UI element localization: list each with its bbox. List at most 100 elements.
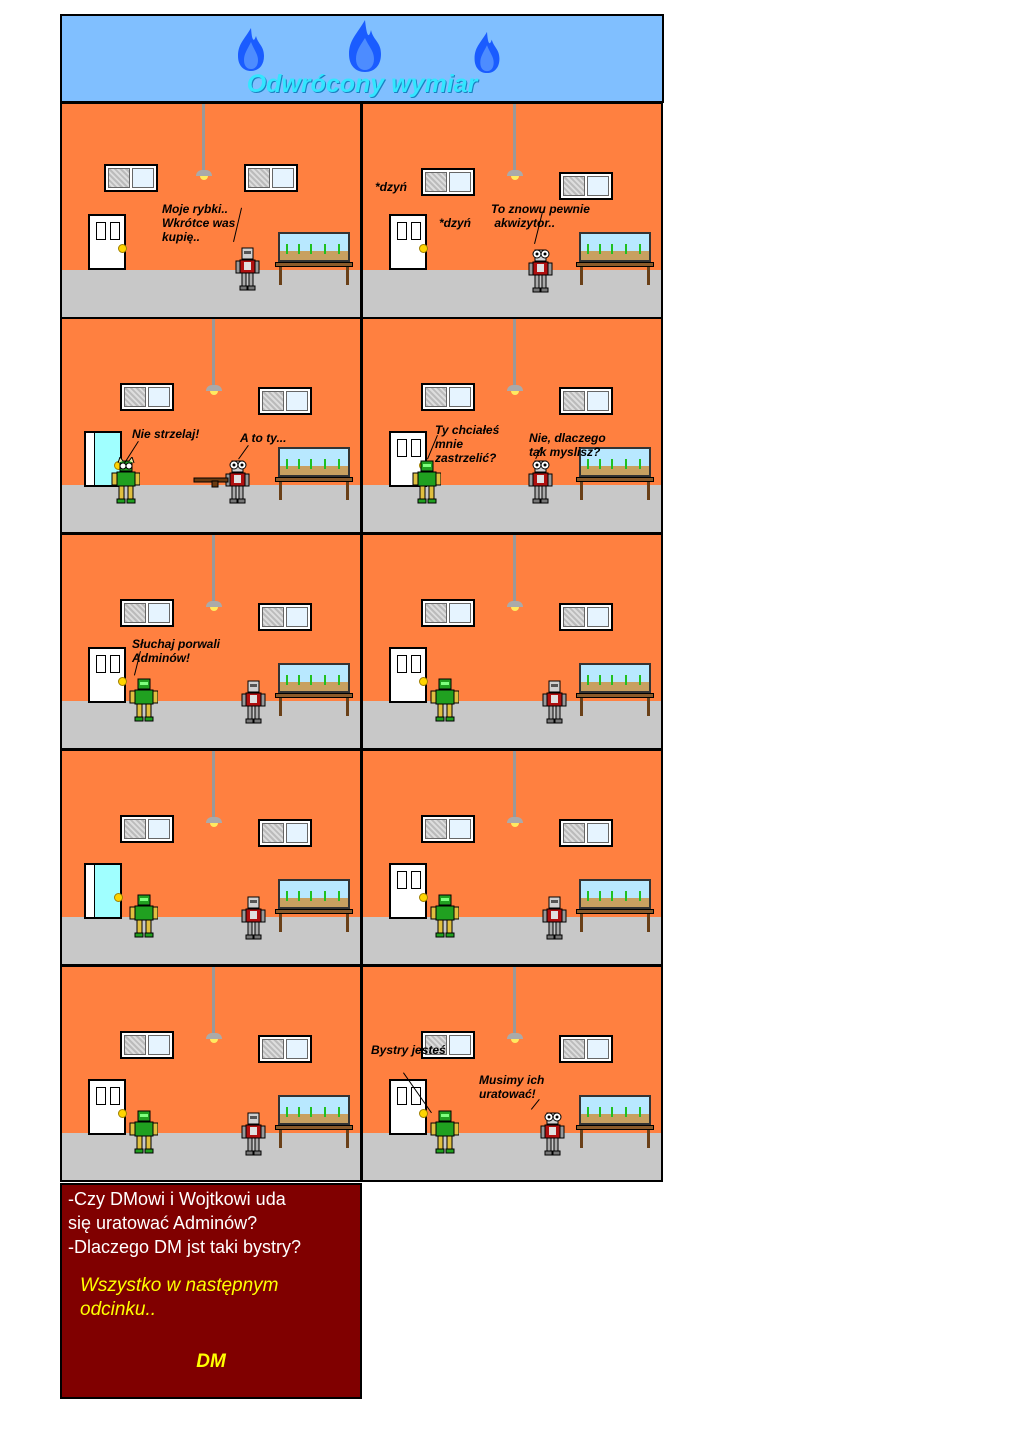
tank-weed [310, 675, 312, 685]
tank-weed [611, 244, 613, 254]
door-knob [419, 677, 428, 686]
window-pane [262, 823, 284, 843]
table-leg [647, 914, 650, 932]
window-icon [421, 383, 475, 411]
window-icon [559, 819, 613, 847]
door-icon [389, 647, 428, 703]
window-pane [132, 168, 154, 188]
tank-weed [286, 891, 288, 901]
lamp-light [511, 391, 519, 395]
tank-weed [298, 891, 300, 901]
tank-weed [599, 1107, 601, 1117]
caption-question-2: -Dlaczego DM jst taki bystry? [68, 1237, 302, 1257]
door-icon [84, 863, 123, 919]
caption-signature: DM [196, 1351, 226, 1372]
comic-panel-4: Ty chciałeś mnie zastrzelić?Nie, dlaczeg… [361, 317, 663, 534]
window-pane [449, 819, 471, 839]
comic-panel-1: Moje rybki.. Wkrótce was kupię.. [60, 102, 362, 319]
window-pane [563, 823, 585, 843]
tank-weed [611, 891, 613, 901]
ceiling-lamp-icon [196, 170, 212, 176]
table-top [275, 909, 353, 914]
tank-weed [338, 891, 340, 901]
window-pane [124, 387, 146, 407]
speech-text: *dzyń [375, 180, 408, 194]
lamp-light [511, 1039, 519, 1043]
window-icon [120, 815, 174, 843]
floor [363, 701, 661, 748]
door-panel [411, 439, 421, 457]
tank-sand [581, 898, 649, 907]
tank-weed [599, 675, 601, 685]
table-leg [580, 914, 583, 932]
caption-question-1b: się uratować Adminów? [68, 1213, 258, 1233]
grey-robot-character [238, 677, 268, 730]
door-panel [96, 1087, 106, 1105]
tank-sand [581, 466, 649, 475]
tank-weed [625, 891, 627, 901]
tank-weed [587, 891, 589, 901]
window-pane [587, 391, 609, 411]
door-knob [118, 677, 127, 686]
window-icon [104, 164, 158, 192]
comic-panel-8 [361, 749, 663, 966]
tank-weed [286, 1107, 288, 1117]
title-banner: Odwrócony wymiar [60, 14, 664, 103]
grey-robot-character [238, 1109, 268, 1162]
floor [62, 270, 360, 317]
window-pane [262, 607, 284, 627]
tank-weed [310, 1107, 312, 1117]
fish-tank-icon [579, 879, 651, 909]
table-top [275, 477, 353, 482]
window-pane [272, 168, 294, 188]
door-icon [88, 214, 127, 270]
tank-sand [280, 466, 348, 475]
window-pane [148, 387, 170, 407]
tank-weed [324, 675, 326, 685]
tank-weed [639, 1107, 641, 1117]
door-panel [411, 222, 421, 240]
floor [363, 1133, 661, 1180]
table-leg [279, 914, 282, 932]
fish-tank-icon [579, 232, 651, 262]
floor [62, 485, 360, 532]
door-panel [397, 222, 407, 240]
floor [363, 917, 661, 964]
table-leg [279, 698, 282, 716]
green-robot-character [429, 1107, 460, 1160]
door-panel [96, 222, 106, 240]
window-pane [563, 607, 585, 627]
comic-panel-3: Nie strzelaj!A to ty... [60, 317, 362, 534]
window-pane [262, 1039, 284, 1059]
door-panel [397, 655, 407, 673]
door-knob [118, 244, 127, 253]
lamp-light [210, 1039, 218, 1043]
door-knob [419, 893, 428, 902]
grey-robot-character [192, 457, 252, 510]
lamp-light [210, 607, 218, 611]
window-icon [421, 1031, 475, 1059]
fish-tank-icon [579, 447, 651, 477]
door-icon [88, 1079, 127, 1135]
fish-tank-icon [278, 663, 350, 693]
green-robot-character [429, 675, 460, 728]
tank-weed [639, 244, 641, 254]
green-robot-character [429, 891, 460, 944]
blue-flame-icon [349, 20, 381, 72]
window-pane [449, 387, 471, 407]
caption-next-1: Wszystko w następnym [80, 1275, 279, 1296]
ceiling-lamp-icon [507, 817, 523, 823]
caption-next-2: odcinku.. [80, 1299, 157, 1320]
tank-weed [587, 1107, 589, 1117]
ceiling-lamp-icon [206, 385, 222, 391]
window-pane [587, 823, 609, 843]
door-icon [389, 863, 428, 919]
table-leg [279, 267, 282, 285]
tank-weed [625, 244, 627, 254]
door-icon [389, 1079, 428, 1135]
tank-weed [599, 891, 601, 901]
tank-weed [298, 459, 300, 469]
table-leg [580, 698, 583, 716]
